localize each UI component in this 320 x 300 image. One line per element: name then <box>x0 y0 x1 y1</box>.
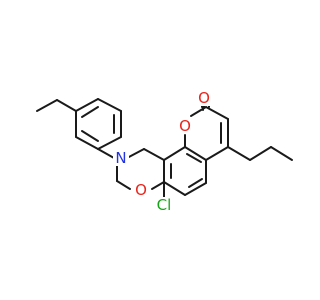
atom-label-ring-o2: O <box>133 181 149 199</box>
central-aromatic-ring <box>163 146 207 196</box>
atom-label-carbonyl-o: O <box>196 89 212 107</box>
atom-label-chlorine: Cl <box>153 196 175 214</box>
atom-label-ring-o1: O <box>177 117 193 135</box>
structure-canvas: O O O N Cl <box>36 89 293 214</box>
ethyl-group <box>36 99 77 112</box>
phenyl-ring <box>75 98 122 150</box>
propyl-group <box>227 146 293 161</box>
carbonyl-oxygen-label: O <box>198 89 210 107</box>
oxazine-ring <box>116 148 165 190</box>
oxazine-oxygen-label: O <box>135 181 147 199</box>
nitrogen-label: N <box>115 149 126 167</box>
chlorine-label: Cl <box>157 196 172 214</box>
ring-oxygen-label: O <box>179 117 191 135</box>
aryl-n-bond <box>97 148 115 159</box>
molecule-drawing: O O O N Cl <box>36 89 293 214</box>
atom-label-nitrogen: N <box>113 149 129 167</box>
